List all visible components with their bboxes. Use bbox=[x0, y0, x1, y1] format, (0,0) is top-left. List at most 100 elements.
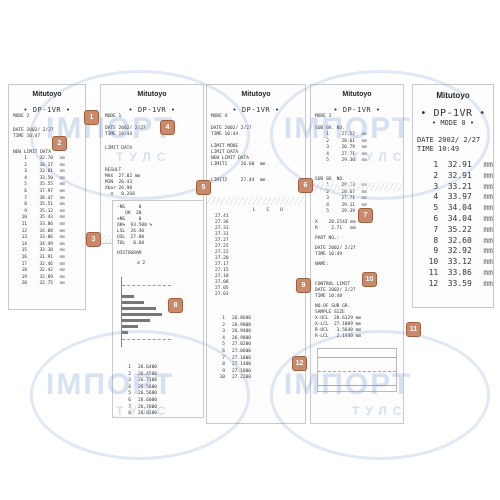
limit-row: 27.25 bbox=[215, 244, 229, 249]
limit-row: 27.05 bbox=[215, 286, 229, 291]
limit-row: 27.17 bbox=[215, 262, 229, 267]
histogram-bar bbox=[122, 295, 134, 298]
row-index: 5 bbox=[326, 209, 329, 215]
row-unit: mm bbox=[483, 192, 493, 202]
row-index: 12 bbox=[21, 228, 27, 234]
tear-edge bbox=[207, 197, 305, 205]
row-index: 6 bbox=[24, 188, 27, 194]
callout-badge-7: 7 bbox=[358, 208, 373, 223]
callout-badge-11: 11 bbox=[406, 322, 421, 337]
row-unit: mm bbox=[483, 257, 493, 267]
row-index: 6 bbox=[222, 348, 225, 354]
row-index: 17 bbox=[21, 261, 27, 267]
time-line: TIME 10:48 bbox=[315, 293, 343, 299]
row-value: 32.42 bbox=[39, 268, 53, 274]
row-unit: mm bbox=[59, 221, 65, 227]
row-unit: mm bbox=[59, 248, 65, 254]
row-value: 32.60 bbox=[447, 235, 472, 245]
callout-badge-1: 1 bbox=[84, 110, 99, 125]
row-unit: mm bbox=[483, 213, 493, 223]
row-value: 32.75 bbox=[39, 281, 53, 287]
control-limit-title: CONTROL LIMIT bbox=[315, 281, 351, 287]
row-value: 33.01 bbox=[39, 169, 53, 175]
row-index: 7 bbox=[24, 195, 27, 201]
row-value: 32.46 bbox=[39, 261, 53, 267]
statistic-line: LSL 26.40 bbox=[117, 229, 145, 234]
row-index: 14 bbox=[21, 241, 27, 247]
column-header: L C U bbox=[253, 208, 283, 213]
row-value: 32.89 bbox=[39, 274, 53, 280]
row-unit: mm bbox=[483, 170, 493, 180]
row-value: 35.12 bbox=[39, 208, 53, 214]
row-value: 29.39 bbox=[341, 209, 355, 215]
statistic-line: +NG 0 bbox=[117, 217, 142, 222]
watermark-subtext: ТУЛС bbox=[352, 404, 408, 418]
measurement-row: 9 35.12 mm bbox=[13, 209, 85, 216]
row-unit: mm bbox=[59, 208, 65, 214]
limit-row: 27.31 bbox=[215, 232, 229, 237]
row-value: 35.22 bbox=[447, 224, 472, 234]
row-value: 27.0200 bbox=[232, 342, 251, 348]
row-value: 33.38 bbox=[39, 248, 53, 254]
callout-badge-8: 8 bbox=[168, 298, 183, 313]
row-index: 1 bbox=[24, 156, 27, 161]
brand-logo: Mitutoyo bbox=[241, 91, 271, 98]
limit-row: 27.36 bbox=[215, 220, 229, 225]
row-value: 33.86 bbox=[447, 267, 472, 277]
row-index: 5 bbox=[433, 203, 439, 213]
row-index: 8 bbox=[24, 202, 27, 208]
row-unit: mm bbox=[59, 241, 65, 247]
row-index: 3 bbox=[222, 329, 225, 335]
mode-line: MODE 2 bbox=[13, 114, 30, 119]
row-index: 1 bbox=[222, 316, 225, 321]
row-index: 12 bbox=[428, 278, 439, 288]
row-unit: mm bbox=[59, 215, 65, 221]
row-value: 34.49 bbox=[39, 241, 53, 247]
statistic-line: TOL 0.60 bbox=[117, 241, 145, 246]
summary-line: R 2.71 mm bbox=[315, 225, 356, 231]
sample-size: SAMPLE SIZE bbox=[315, 309, 345, 315]
row-unit: mm bbox=[483, 246, 493, 256]
row-value: 34.08 bbox=[39, 228, 53, 234]
name-line: NAME: bbox=[315, 261, 329, 267]
row-value: 34.04 bbox=[447, 203, 472, 213]
limit-row: 27.15 bbox=[215, 268, 229, 273]
watermark-ring bbox=[270, 330, 490, 460]
row-index: 9 bbox=[24, 208, 27, 214]
row-index: 10 bbox=[428, 257, 439, 267]
limit-row: 27.10 bbox=[215, 274, 229, 279]
row-value: 35.55 bbox=[39, 182, 53, 188]
row-unit: mm bbox=[483, 160, 493, 169]
callout-badge-9: 9 bbox=[296, 278, 311, 293]
part-number: PART NO.: bbox=[315, 235, 340, 241]
row-value: 31.91 bbox=[39, 254, 53, 260]
row-index: 13 bbox=[21, 235, 27, 241]
measurement-row: 14 34.49 mm bbox=[13, 242, 85, 249]
row-index: 4 bbox=[24, 175, 27, 181]
row-index: 2 bbox=[222, 322, 225, 328]
row-value: 37.97 bbox=[39, 188, 53, 194]
histogram-title: HISTOGRAM bbox=[117, 251, 142, 256]
row-unit: mm bbox=[483, 235, 493, 245]
